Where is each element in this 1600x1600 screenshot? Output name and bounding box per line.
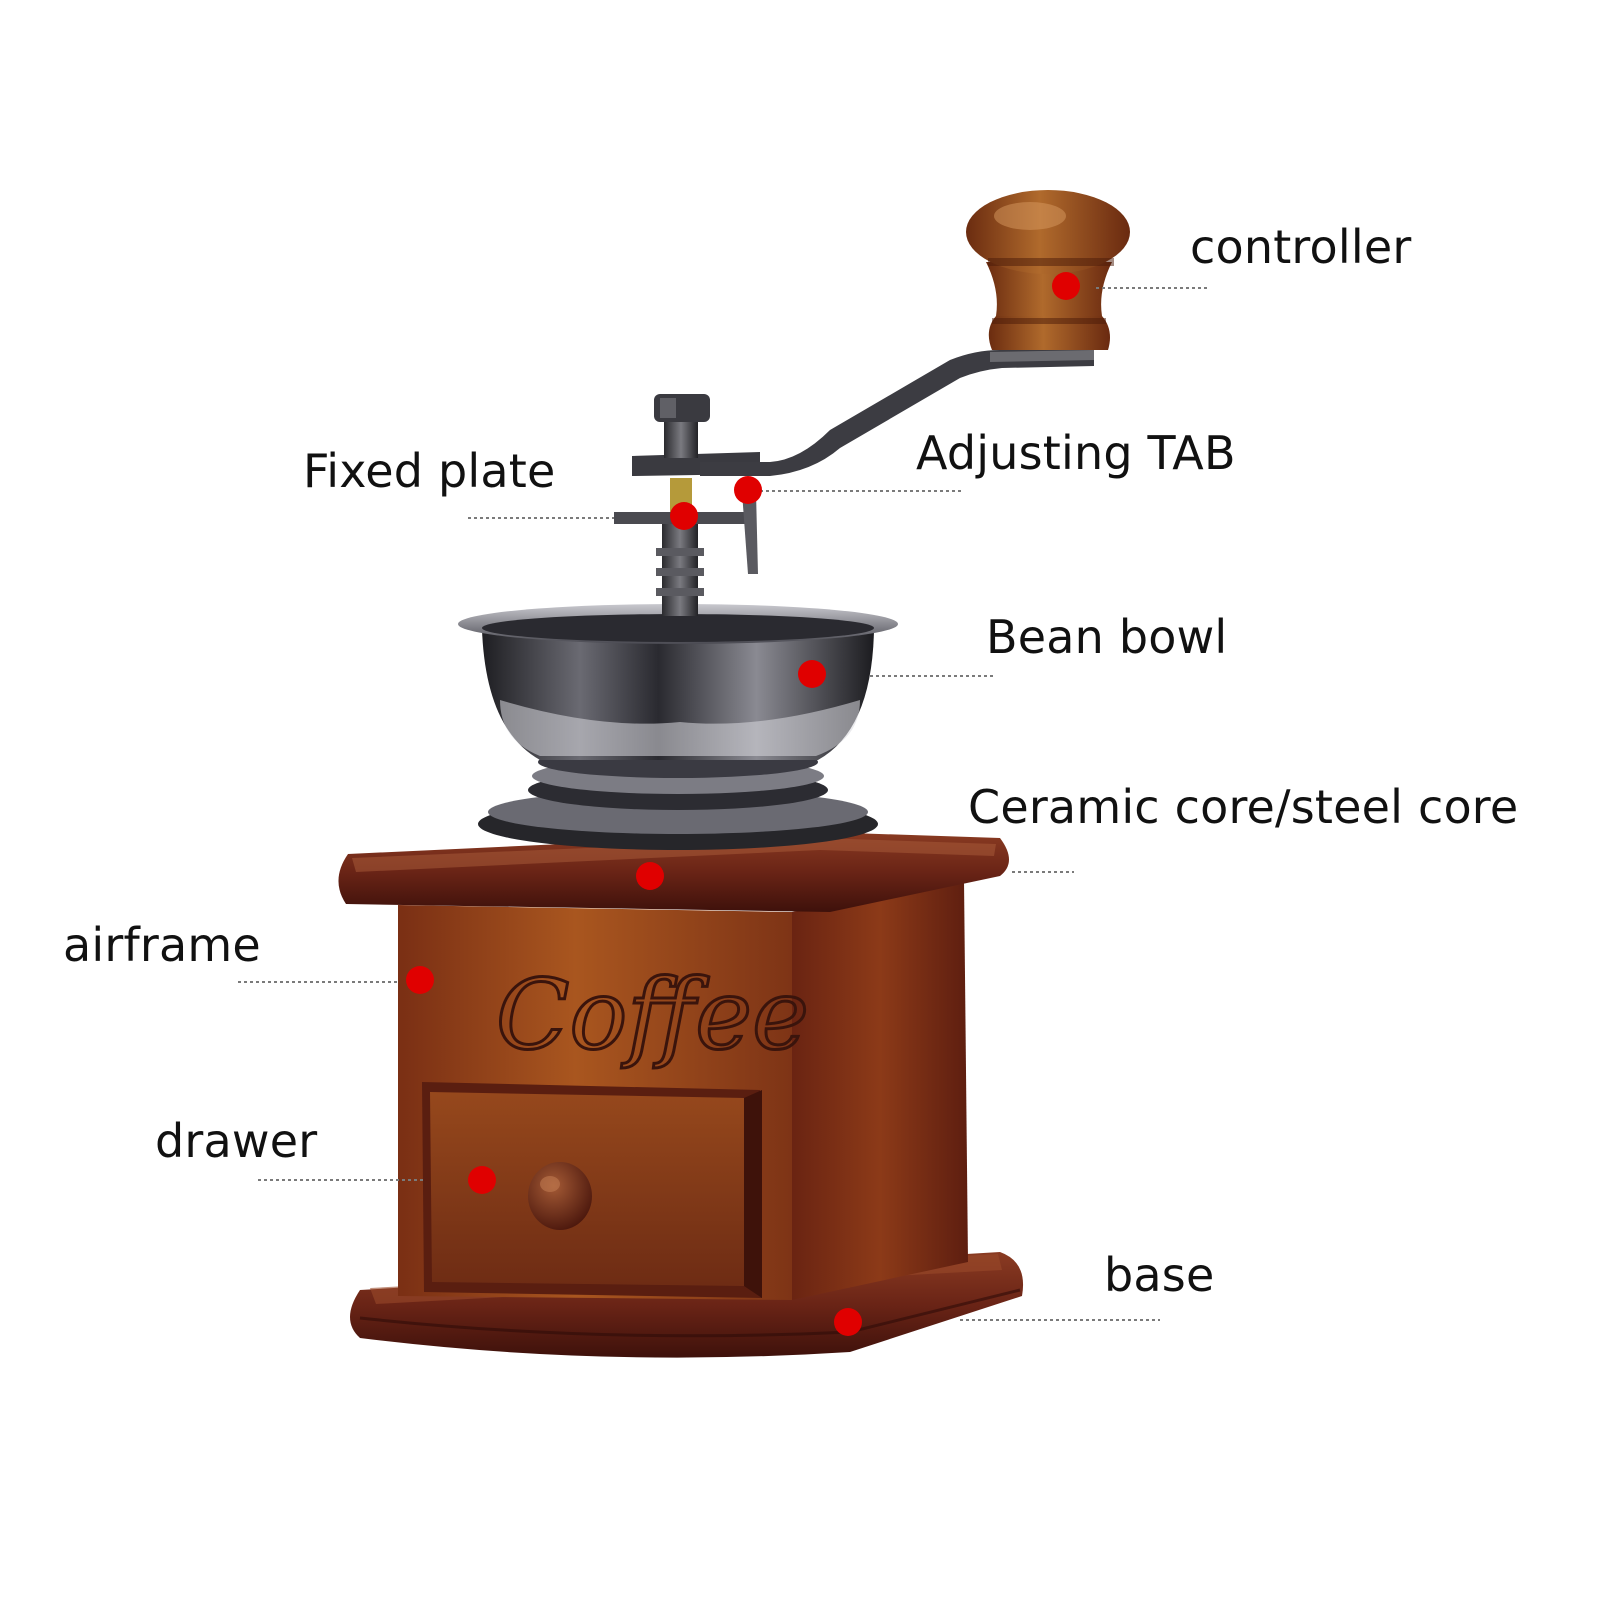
drawer-part <box>422 1082 762 1298</box>
label-adjusting-tab: Adjusting TAB <box>916 426 1236 480</box>
marker-adjusting-tab <box>734 476 762 504</box>
marker-drawer <box>468 1166 496 1194</box>
marker-controller <box>1052 272 1080 300</box>
markers <box>406 272 1080 1336</box>
label-ceramic-core: Ceramic core/steel core <box>968 780 1519 834</box>
leader-lines <box>238 287 1208 1321</box>
label-controller: controller <box>1190 220 1412 274</box>
marker-bean-bowl <box>798 660 826 688</box>
label-bean-bowl: Bean bowl <box>986 610 1228 664</box>
marker-fixed-plate <box>670 502 698 530</box>
marker-ceramic-core <box>636 862 664 890</box>
controller-part <box>966 190 1130 350</box>
top-trim-part <box>338 832 1009 912</box>
label-airframe: airframe <box>63 918 261 972</box>
coffee-embossed-text: Coffee <box>496 959 809 1071</box>
label-base: base <box>1104 1248 1215 1302</box>
marker-base <box>834 1308 862 1336</box>
label-fixed-plate: Fixed plate <box>303 444 556 498</box>
bean-bowl-part <box>458 604 898 850</box>
marker-airframe <box>406 966 434 994</box>
label-drawer: drawer <box>155 1114 318 1168</box>
handle-arm-part <box>700 348 1094 476</box>
